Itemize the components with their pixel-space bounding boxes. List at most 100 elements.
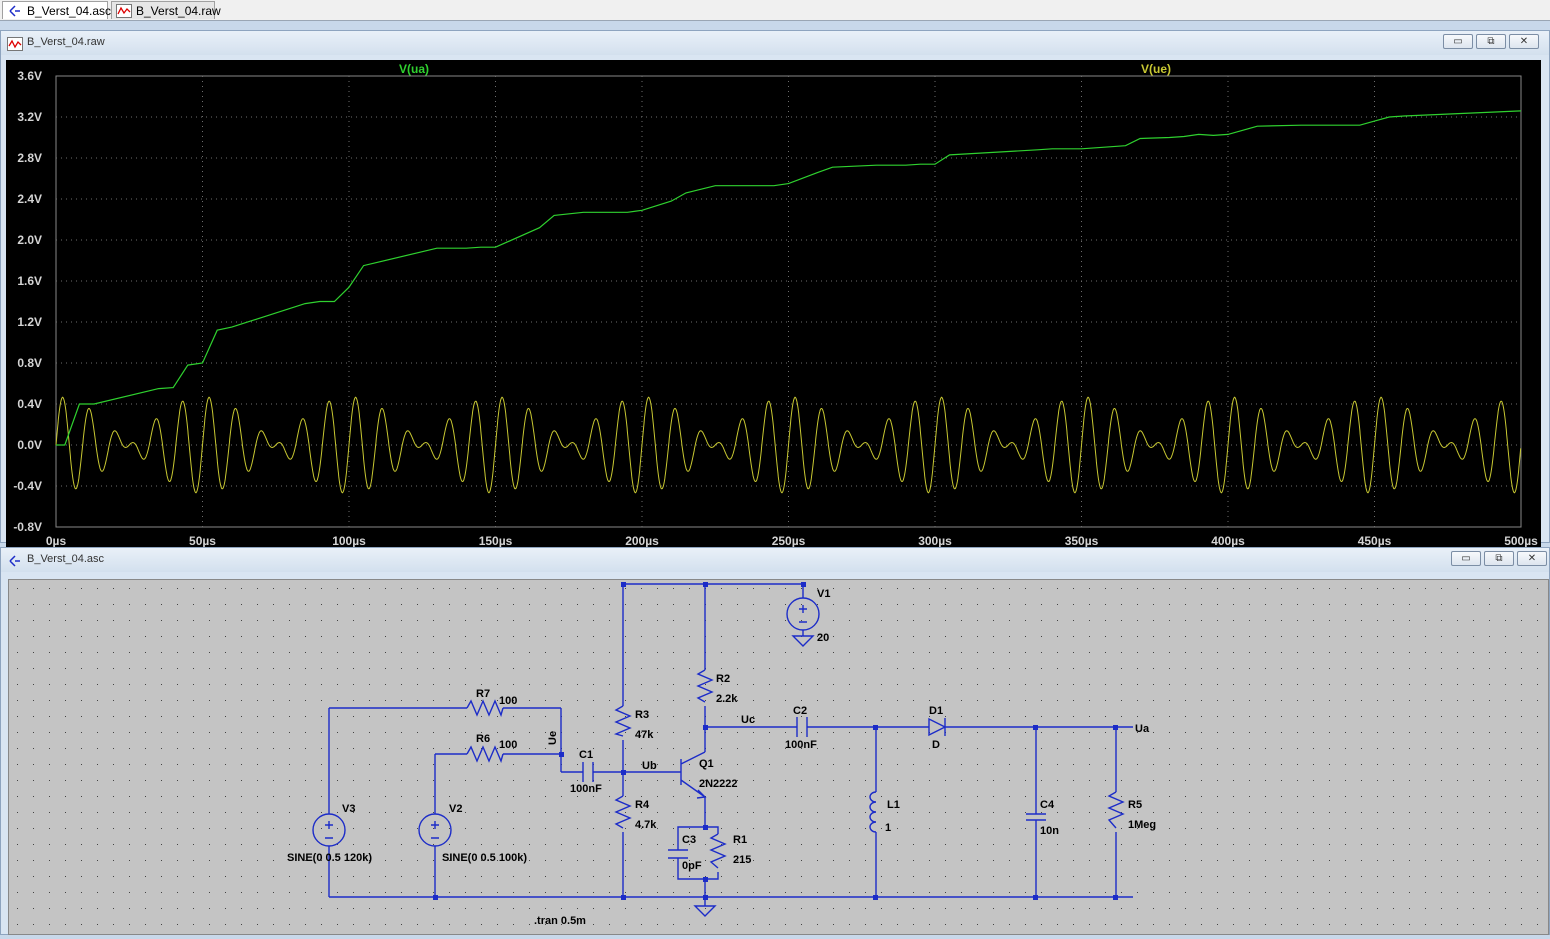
label-D1-name: D1 bbox=[929, 705, 943, 717]
wire bbox=[677, 797, 706, 897]
waveform-plot[interactable]: 0µs 50µs 100µs 150µs 200µs 250µs 300µs 350µs 400… bbox=[6, 60, 1541, 550]
resistor-R5 bbox=[1107, 791, 1125, 829]
x-tick-label: 450µs bbox=[1358, 534, 1392, 548]
source-V3 bbox=[312, 813, 346, 847]
label-V3-value: SINE(0 0.5 120k) bbox=[287, 852, 372, 864]
close-button[interactable]: ✕ bbox=[1517, 551, 1547, 566]
label-R2-name: R2 bbox=[716, 673, 730, 685]
y-tick-label: 1.2V bbox=[17, 315, 42, 329]
label-V1-value: 20 bbox=[817, 632, 829, 644]
close-button[interactable]: ✕ bbox=[1509, 34, 1539, 49]
net-label-uc: Uc bbox=[741, 714, 755, 726]
minimize-button[interactable]: ▭ bbox=[1451, 551, 1481, 566]
schematic-drawing[interactable]: R7 100 R6 100 R3 47k R4 4.7k R2 2.2k R1 … bbox=[9, 580, 1548, 934]
ground-symbol bbox=[693, 905, 717, 917]
x-tick-label: 50µs bbox=[189, 534, 216, 548]
window-title: B_Verst_04.asc bbox=[27, 553, 105, 565]
schematic-icon bbox=[9, 555, 20, 567]
transistor-Q1 bbox=[680, 751, 707, 799]
waveform-chart[interactable]: 0µs 50µs 100µs 150µs 200µs 250µs 300µs 350µs 400… bbox=[6, 60, 1541, 550]
label-R7-name: R7 bbox=[476, 688, 490, 700]
tab-schematic[interactable]: B_Verst_04.asc bbox=[2, 1, 112, 19]
capacitor-C4 bbox=[1026, 813, 1046, 821]
window-title: B_Verst_04.raw bbox=[27, 36, 105, 48]
schematic-window-titlebar[interactable]: B_Verst_04.asc ▭ ⧉ ✕ bbox=[1, 548, 1549, 572]
label-C2-value: 100nF bbox=[785, 739, 817, 751]
label-C3-value: 0pF bbox=[682, 860, 702, 872]
series-ua-line bbox=[56, 110, 1522, 446]
schematic-icon bbox=[9, 5, 20, 17]
x-tick-label: 300µs bbox=[918, 534, 952, 548]
label-C4-name: C4 bbox=[1040, 799, 1055, 811]
schematic-window: B_Verst_04.asc ▭ ⧉ ✕ bbox=[0, 547, 1550, 935]
legend-ua: V(ua) bbox=[399, 62, 429, 76]
label-Q1-name: Q1 bbox=[699, 758, 714, 770]
resistor-R4 bbox=[614, 795, 632, 829]
resistor-R6 bbox=[466, 745, 504, 764]
restore-button[interactable]: ⧉ bbox=[1484, 551, 1514, 566]
label-R5-name: R5 bbox=[1128, 799, 1142, 811]
label-R1-value: 215 bbox=[733, 854, 751, 866]
label-C1-value: 100nF bbox=[570, 783, 602, 795]
restore-button[interactable]: ⧉ bbox=[1476, 34, 1506, 49]
resistor-R1 bbox=[709, 833, 727, 869]
label-R5-value: 1Meg bbox=[1128, 819, 1156, 831]
label-R6-value: 100 bbox=[499, 739, 517, 751]
label-V3-name: V3 bbox=[342, 803, 355, 815]
capacitor-C2 bbox=[796, 717, 808, 737]
label-R7-value: 100 bbox=[499, 695, 517, 707]
label-Q1-value: 2N2222 bbox=[699, 778, 738, 790]
y-tick-label: 1.6V bbox=[17, 274, 42, 288]
label-L1-value: 1 bbox=[885, 822, 891, 834]
label-R1-name: R1 bbox=[733, 834, 747, 846]
waveform-icon bbox=[116, 4, 132, 18]
x-tick-label: 350µs bbox=[1065, 534, 1099, 548]
y-tick-label: 3.6V bbox=[17, 69, 42, 83]
waveform-window-titlebar[interactable]: B_Verst_04.raw ▭ ⧉ ✕ bbox=[1, 31, 1549, 55]
capacitor-C1 bbox=[582, 762, 594, 782]
x-tick-label: 200µs bbox=[625, 534, 659, 548]
net-label-ua: Ua bbox=[1135, 723, 1150, 735]
label-V1-name: V1 bbox=[817, 588, 830, 600]
y-tick-label: 0.0V bbox=[17, 438, 42, 452]
label-C1-name: C1 bbox=[579, 749, 593, 761]
label-D1-value: D bbox=[932, 739, 940, 751]
label-R6-name: R6 bbox=[476, 733, 490, 745]
label-C3-name: C3 bbox=[682, 834, 696, 846]
y-tick-label: 0.8V bbox=[17, 356, 42, 370]
y-tick-label: 2.0V bbox=[17, 233, 42, 247]
ground-symbol bbox=[791, 635, 815, 647]
waveform-icon bbox=[7, 37, 23, 51]
label-C2-name: C2 bbox=[793, 705, 807, 717]
x-tick-label: 400µs bbox=[1211, 534, 1245, 548]
label-V2-value: SINE(0 0.5 100k) bbox=[442, 852, 527, 864]
spice-directive: .tran 0.5m bbox=[534, 915, 586, 927]
y-tick-label: 2.8V bbox=[17, 151, 42, 165]
x-tick-label: 150µs bbox=[479, 534, 513, 548]
capacitor-C3 bbox=[668, 849, 688, 859]
legend-ue: V(ue) bbox=[1141, 62, 1171, 76]
x-tick-label: 100µs bbox=[332, 534, 366, 548]
minimize-button[interactable]: ▭ bbox=[1443, 34, 1473, 49]
wire bbox=[705, 826, 719, 880]
tab-waveform[interactable]: B_Verst_04.raw bbox=[111, 1, 221, 19]
tab-label: B_Verst_04.raw bbox=[136, 4, 221, 18]
label-L1-name: L1 bbox=[887, 799, 900, 811]
x-tick-label: 0µs bbox=[46, 534, 67, 548]
source-V2 bbox=[418, 813, 452, 847]
net-label-ub: Ub bbox=[642, 760, 657, 772]
series-ue-line bbox=[55, 396, 1522, 494]
label-R4-value: 4.7k bbox=[635, 819, 657, 831]
schematic-canvas[interactable]: R7 100 R6 100 R3 47k R4 4.7k R2 2.2k R1 … bbox=[8, 579, 1549, 935]
x-tick-label: 250µs bbox=[772, 534, 806, 548]
inductor-L1 bbox=[869, 791, 877, 833]
y-tick-label: 2.4V bbox=[17, 192, 42, 206]
document-tab-strip: B_Verst_04.asc B_Verst_04.raw bbox=[0, 0, 1550, 21]
tab-label: B_Verst_04.asc bbox=[27, 4, 112, 18]
net-label-ue: Ue bbox=[547, 731, 559, 745]
resistor-R3 bbox=[613, 705, 632, 737]
x-tick-label: 500µs bbox=[1504, 534, 1538, 548]
diode-D1 bbox=[928, 717, 947, 737]
resistor-R7 bbox=[466, 699, 504, 718]
y-tick-label: -0.8V bbox=[13, 520, 42, 534]
